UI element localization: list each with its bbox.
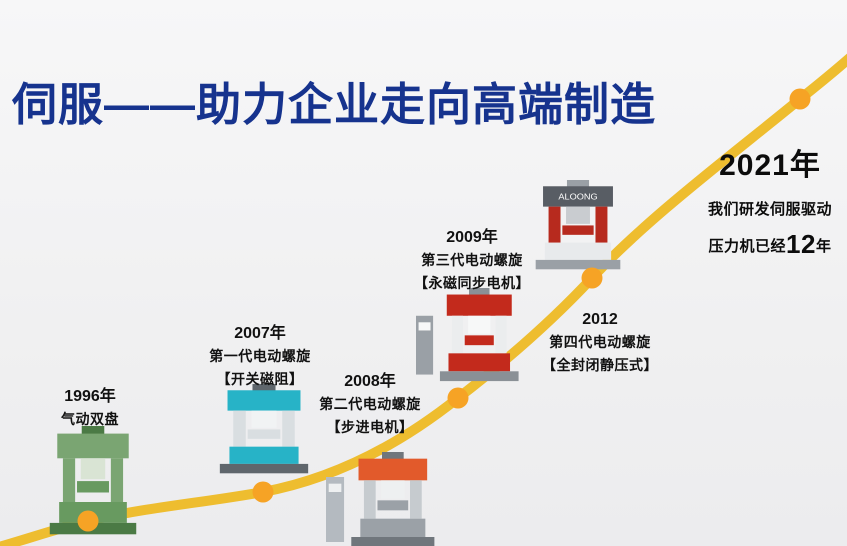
milestone-year: 2009年 bbox=[446, 229, 498, 246]
machine-illustration-2009 bbox=[416, 288, 522, 386]
milestone-label: 第一代电动螺旋 bbox=[209, 348, 311, 364]
highlight-years-count: 12 bbox=[786, 229, 816, 259]
milestone-year: 2007年 bbox=[234, 325, 286, 342]
timeline-dot-2008 bbox=[447, 387, 469, 409]
milestone-1996: 1996年 气动双盘 bbox=[28, 385, 152, 431]
highlight-line2-suffix: 年 bbox=[815, 238, 832, 255]
milestone-year: 2012 bbox=[582, 311, 618, 328]
highlight-line1: 我们研发伺服驱动 bbox=[707, 201, 832, 218]
timeline-dot-2021 bbox=[789, 88, 811, 110]
milestone-label: 第二代电动螺旋 bbox=[319, 396, 421, 412]
highlight-year: 2021年 bbox=[719, 149, 821, 182]
page-title: 伺服——助力企业走向高端制造 bbox=[12, 79, 657, 131]
milestone-year: 1996年 bbox=[64, 388, 116, 405]
milestone-2009: 2009年 第三代电动螺旋 【永磁同步电机】 bbox=[396, 226, 548, 295]
milestone-2012: 2012 第四代电动螺旋 【全封闭静压式】 bbox=[526, 308, 674, 377]
milestone-label: 第三代电动螺旋 bbox=[421, 252, 523, 268]
machine-illustration-2012: ALOONG bbox=[532, 180, 624, 274]
highlight-line2-prefix: 压力机已经 bbox=[708, 238, 787, 255]
timeline-dot-2007 bbox=[252, 481, 274, 503]
milestone-sublabel: 【全封闭静压式】 bbox=[542, 357, 658, 373]
machine-brand-label: ALOONG bbox=[558, 192, 597, 201]
milestone-sublabel: 【开关磁阻】 bbox=[216, 371, 304, 387]
milestone-label: 第四代电动螺旋 bbox=[549, 334, 651, 350]
milestone-2008: 2008年 第二代电动螺旋 【步进电机】 bbox=[298, 370, 442, 439]
milestone-sublabel: 【步进电机】 bbox=[326, 419, 414, 435]
milestone-label: 气动双盘 bbox=[61, 411, 119, 427]
machine-illustration-2007 bbox=[216, 384, 312, 478]
timeline-dot-1996 bbox=[77, 510, 99, 532]
milestone-2007: 2007年 第一代电动螺旋 【开关磁阻】 bbox=[188, 322, 332, 391]
milestone-year: 2008年 bbox=[344, 373, 396, 390]
timeline-dot-2012 bbox=[581, 267, 603, 289]
milestone-2021-highlight: 2021年 我们研发伺服驱动 压力机已经12年 bbox=[692, 140, 847, 260]
milestone-sublabel: 【永磁同步电机】 bbox=[414, 275, 530, 291]
highlight-line2: 压力机已经12年 bbox=[692, 229, 847, 260]
machine-illustration-2008 bbox=[326, 452, 438, 546]
